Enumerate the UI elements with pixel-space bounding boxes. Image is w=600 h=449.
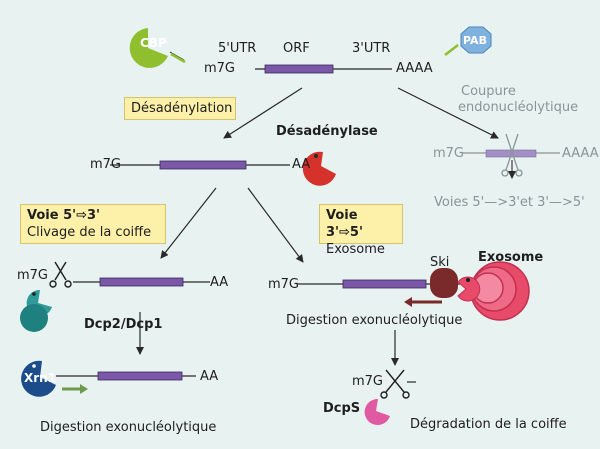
p5-cap-label: m7G [17,268,49,283]
deadenylated-cap-label: m7G [90,157,122,172]
arrow-to-endo [397,87,499,139]
pathway-5to3-box: Voie 5'⇨3' Clivage de la coiffe [20,204,166,244]
endo-tail-label: AAAA [562,146,599,161]
exosome-complex [457,261,530,321]
endo-result-label: Voies 5'—>3'et 3'—>5' [434,195,585,210]
exo-direction-head [404,297,412,307]
deadenylase-eye [314,154,318,158]
xrn-direction-head [80,384,88,394]
xrn1-eye [32,364,36,368]
polya-label: AAAA [396,61,433,76]
deadenylated-orf-bar [159,160,247,170]
top-orf-bar [264,64,334,74]
ski-label: Ski [430,255,450,270]
deadenylase-label: Désadénylase [276,124,378,139]
p3-intermediate-label: Digestion exonucléolytique [286,313,463,328]
cbp-protein [129,28,168,68]
scissors-icon [380,369,410,399]
pathway-3to5-title: Voie 3'⇨5' [326,208,363,240]
p3-orf-bar [342,279,427,289]
deadenylation-box: Désadénylation [124,97,236,120]
utr5-label: 5'UTR [218,41,257,56]
scissors-icon [49,261,72,288]
dcp-eye [32,292,36,296]
xrn-orf-bar [97,371,183,381]
p3-cap-label: m7G [268,277,300,292]
utr3-label: 3'UTR [352,41,391,56]
deadenylase-protein [302,151,336,186]
pathway-5to3-subtitle: Clivage de la coiffe [27,225,152,240]
xrn1-label: Xrn1 [24,371,57,385]
pab-protein [460,26,492,54]
p5-orf-bar [99,277,184,287]
deadenylation-label: Désadénylation [131,101,233,116]
p5-tail-label: AA [210,275,229,290]
pab-label: PAB [463,34,487,47]
xrn-tail-label: AA [200,369,219,384]
dcps-cap-label: m7G [352,374,384,389]
pathway-3to5-subtitle: Exosome [326,242,385,257]
p5-result-label: Digestion exonucléolytique [40,420,217,435]
dcp-label: Dcp2/Dcp1 [84,317,163,332]
endo-cap-label: m7G [433,146,465,161]
pathway-3to5-box: Voie 3'⇨5' Exosome [319,204,403,257]
orf-label: ORF [283,41,310,56]
dcps-protein [364,398,390,425]
p3-result-label: Dégradation de la coiffe [410,417,567,432]
endo-title-line2: endonucléolytique [458,100,579,115]
pab-arrow [444,44,459,56]
exosome-label: Exosome [478,250,544,265]
top-cap-label: m7G [204,61,236,76]
arrow-to-5to3 [160,187,217,259]
xrn1-protein [21,360,56,397]
scissors-icon [501,133,523,177]
arrow-to-3to5 [247,187,304,263]
pathway-5to3-title: Voie 5'⇨3' [27,208,101,223]
cbp-label: CBP [140,36,167,50]
dcps-label: DcpS [323,401,361,416]
cbp-arrow-fill [170,52,186,64]
arrow-to-deadenylated [223,87,303,139]
ski-complex [430,268,458,298]
dcp1-protein [20,304,48,332]
endo-title-line1: Coupure [461,84,516,99]
deadenylated-tail-label: AA [292,157,311,172]
